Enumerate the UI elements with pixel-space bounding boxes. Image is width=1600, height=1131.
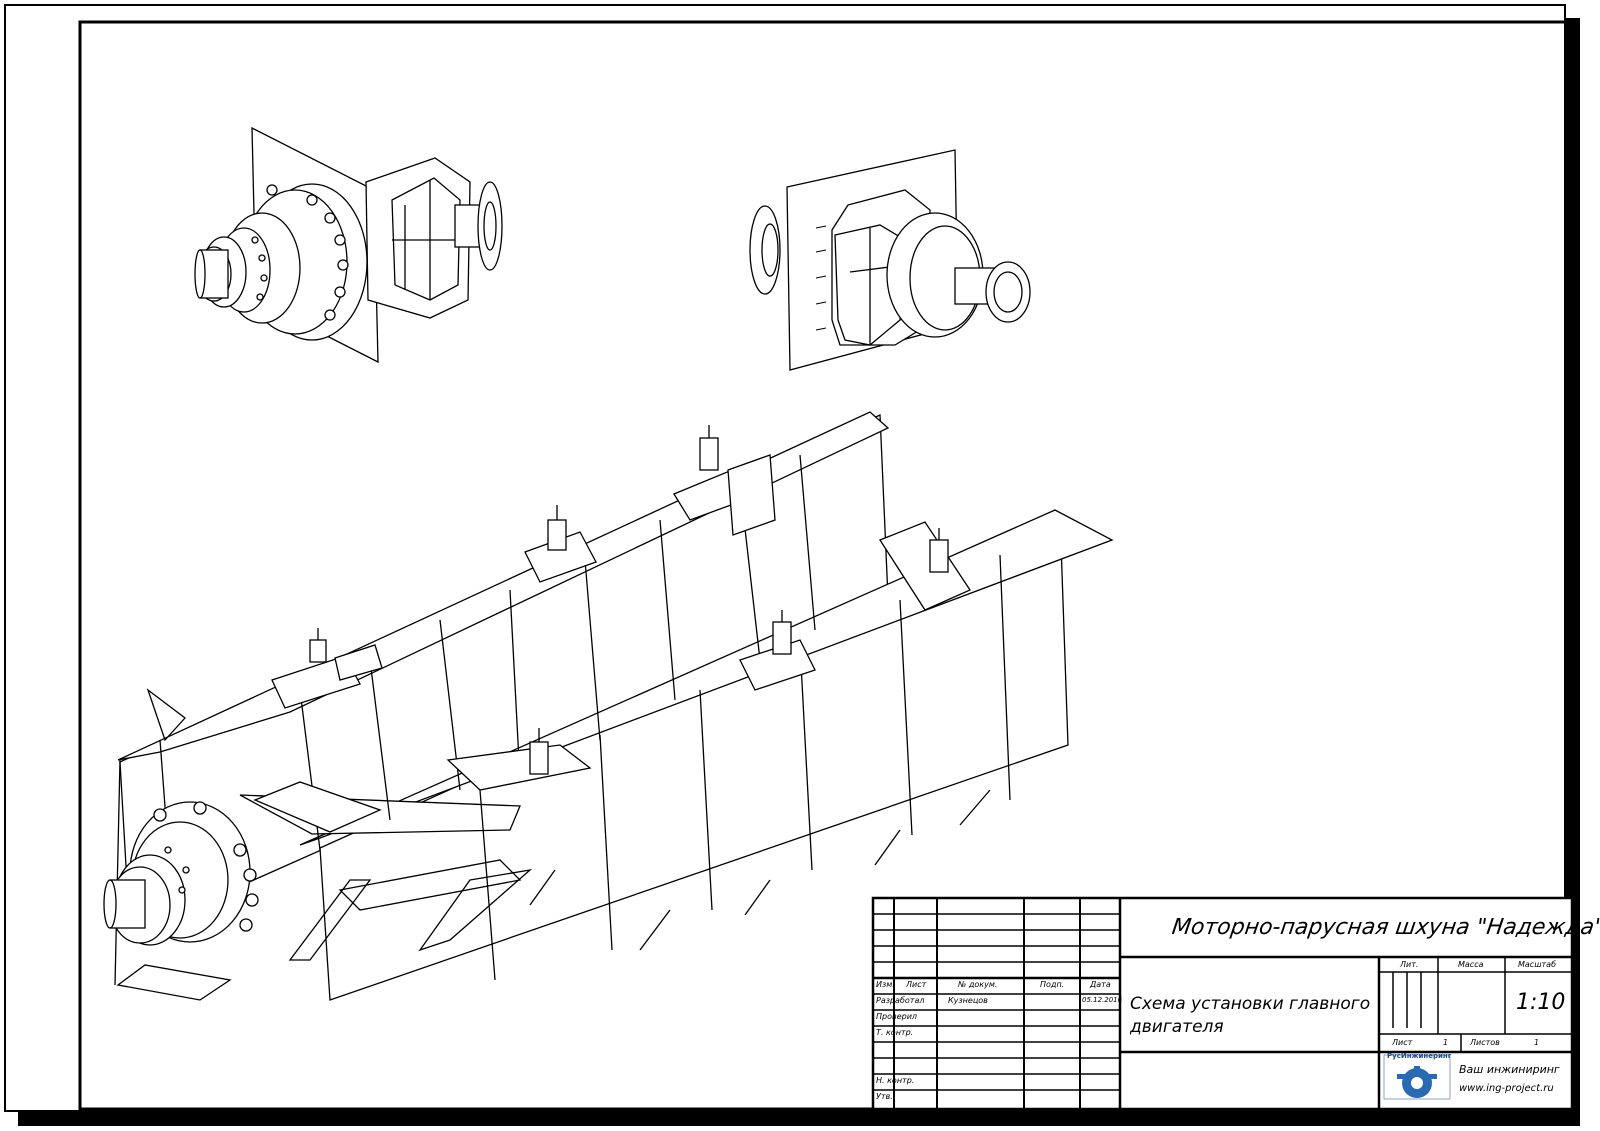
row-izm: Изм.: [876, 980, 895, 989]
mount-pad-4: [879, 521, 971, 611]
drawing-name: Схема установки главного двигателя: [1130, 994, 1371, 1037]
engine-view-left: [194, 126, 503, 364]
company-logo: [1383, 1054, 1451, 1100]
company-line1: Ваш инжиниринг: [1459, 1063, 1560, 1076]
row-tech-control: Т. контр.: [876, 1028, 914, 1037]
mount-pad-6: [446, 728, 592, 791]
sheets-label: Листов: [1470, 1038, 1500, 1047]
sheet-label: Лист: [1392, 1038, 1413, 1047]
mass-label: Масса: [1458, 960, 1484, 969]
sheets-number: 1: [1534, 1038, 1540, 1047]
mount-pad-5: [739, 610, 816, 691]
row-developer: Разработал: [876, 996, 925, 1005]
company-logo-text: РусИнжинеринг: [1387, 1052, 1452, 1060]
scale-label: Масштаб: [1518, 960, 1557, 969]
drawing-frame: [78, 20, 1574, 1111]
engine-foundation: [103, 411, 1114, 1001]
title-block: [871, 896, 1574, 1111]
row-checked: Проверил: [876, 1012, 918, 1021]
row-date: Дата: [1090, 980, 1111, 989]
mount-pad-1: [271, 628, 383, 709]
row-doc-no: № докум.: [958, 980, 998, 989]
engine-view-right: [749, 149, 1031, 371]
row-sign: Подп.: [1040, 980, 1065, 989]
company-line2: www.ing-project.ru: [1459, 1083, 1554, 1094]
sheet-number: 1: [1443, 1038, 1449, 1047]
project-title: Моторно-парусная шхуна "Надежда": [1170, 915, 1600, 940]
engine-in-foundation: [103, 781, 382, 946]
lit-label: Лит.: [1400, 960, 1419, 969]
scale-value: 1:10: [1516, 990, 1566, 1015]
mount-pad-2: [524, 505, 597, 583]
mount-pad-3: [673, 425, 776, 536]
row-list: Лист: [906, 980, 927, 989]
developer-name: Кузнецов: [948, 996, 988, 1005]
developer-date: 05.12.2016: [1082, 996, 1123, 1004]
row-norm-control: Н. контр.: [876, 1076, 915, 1085]
row-approved: Утв.: [876, 1092, 893, 1101]
